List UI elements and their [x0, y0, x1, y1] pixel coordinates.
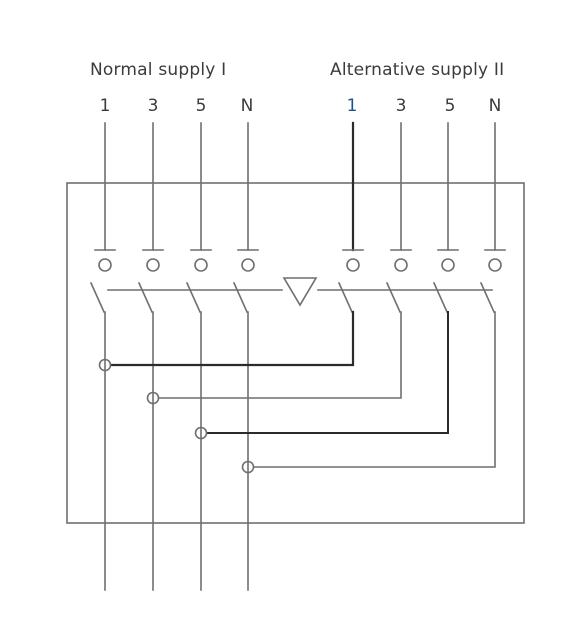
switch-contact	[185, 281, 202, 314]
alternative-output-1	[109, 310, 355, 367]
alternative-output-n	[253, 311, 496, 468]
terminal-circle	[241, 258, 255, 272]
junction-node	[98, 358, 112, 372]
switch-contact	[89, 281, 106, 314]
alternative-terminal-1-label: 1	[346, 96, 358, 116]
alternative-supply-title: Alternative supply II	[330, 60, 505, 80]
normal-terminal-3-label: 3	[147, 96, 159, 116]
switch-contact	[385, 281, 402, 314]
junction-node	[194, 426, 208, 440]
terminal-circle	[146, 258, 160, 272]
alternative-terminal-5-label: 5	[444, 96, 456, 116]
terminal-circle	[194, 258, 208, 272]
alternative-terminal-n-label: N	[488, 96, 502, 116]
terminal-circle	[441, 258, 455, 272]
junction-node	[241, 460, 255, 474]
switch-contact	[232, 281, 249, 314]
normal-terminal-1-label: 1	[99, 96, 111, 116]
normal-terminal-5-label: 5	[195, 96, 207, 116]
alternative-output-5	[206, 311, 449, 434]
terminal-circle	[98, 258, 112, 272]
terminal-circle	[394, 258, 408, 272]
switch-contact	[479, 281, 496, 314]
alternative-terminal-3-label: 3	[395, 96, 407, 116]
switch-enclosure	[66, 182, 525, 524]
switch-contact	[337, 281, 354, 314]
terminal-circle	[488, 258, 502, 272]
junction-node	[146, 391, 160, 405]
operating-handle-icon	[282, 277, 318, 307]
switch-contact	[432, 281, 449, 314]
normal-supply-title: Normal supply I	[90, 60, 227, 80]
terminal-circle	[346, 258, 360, 272]
switch-contact	[137, 281, 154, 314]
alternative-output-3	[158, 311, 402, 399]
normal-terminal-n-label: N	[240, 96, 254, 116]
